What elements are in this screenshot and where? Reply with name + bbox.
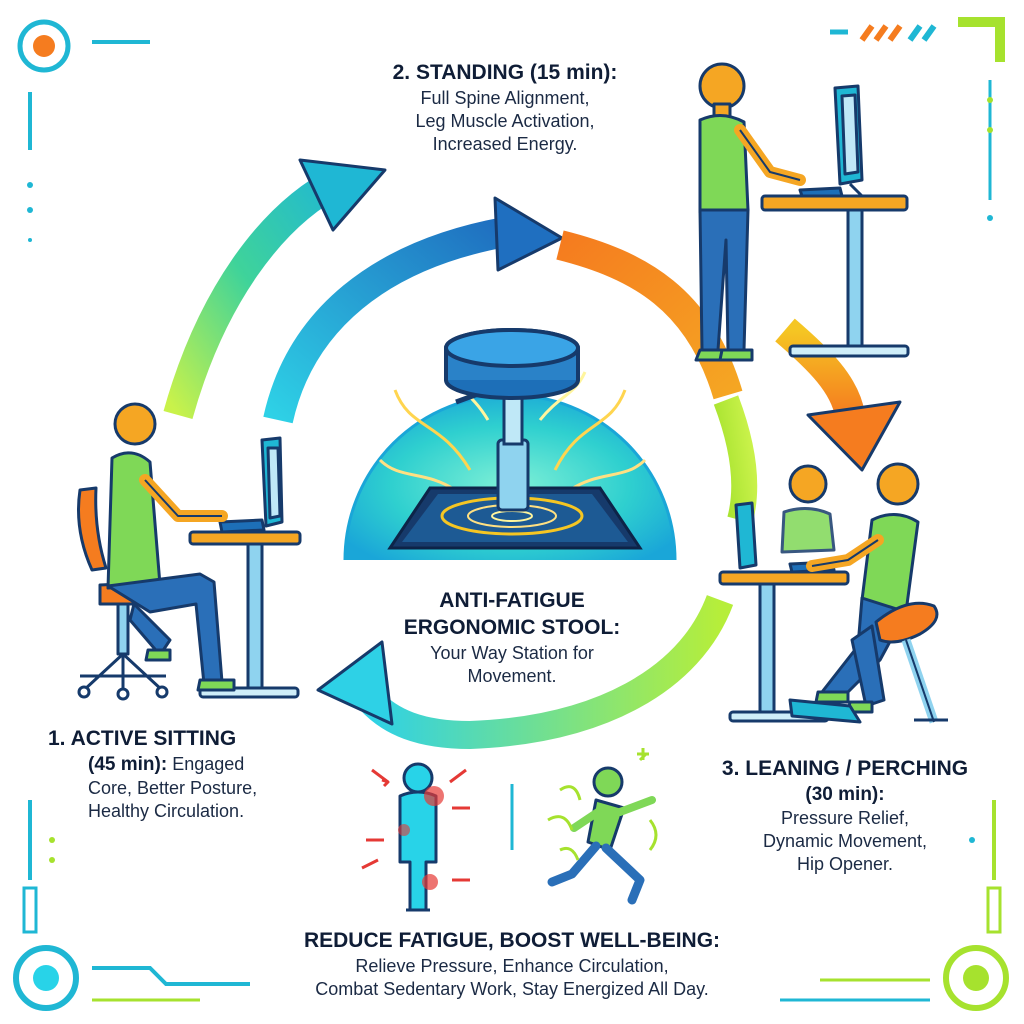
- target-icon-bottom-left: [13, 945, 79, 1011]
- motion-lines: [547, 748, 658, 861]
- center-subtitle-line-2: Movement.: [467, 665, 557, 686]
- sitting-heading: 1. ACTIVE SITTING: [48, 727, 237, 750]
- sitting-duration: (45 min):: [88, 753, 168, 775]
- standing-line-1: Full Spine Alignment,: [420, 87, 590, 108]
- sitting-line-2: Core, Better Posture,: [88, 778, 258, 799]
- perch-stool: [874, 601, 948, 724]
- leaning-caption: 3. LEANING / PERCHING (30 min): Pressure…: [700, 756, 990, 876]
- standing-heading: 2. STANDING (15 min):: [392, 61, 618, 84]
- inner-arrow-upper-left: [263, 217, 508, 424]
- leaning-line-3: Hip Opener.: [796, 854, 894, 875]
- tilt-footrest: [788, 698, 862, 724]
- leaning-person: [806, 462, 920, 714]
- sitting-illustration: [77, 402, 302, 701]
- leaning-line-2: Dynamic Movement,: [762, 831, 928, 852]
- center-title-line-1: ANTI-FATIGUE: [439, 589, 585, 612]
- standing-illustration: [694, 62, 910, 362]
- leaning-line-1: Pressure Relief,: [780, 808, 910, 829]
- standing-line-3: Increased Energy.: [432, 133, 578, 154]
- running-person-icon: [547, 748, 658, 905]
- orange-arrow-right: [775, 318, 865, 419]
- bottom-heading: REDUCE FATIGUE, BOOST WELL-BEING:: [303, 929, 721, 952]
- bottom-line-1: Relieve Pressure, Enhance Circulation,: [355, 955, 669, 976]
- standing-person: [694, 62, 806, 362]
- fatigue-pain-icon: [361, 762, 470, 912]
- center-title-line-2: ERGONOMIC STOOL:: [403, 615, 621, 639]
- sitting-caption: 1. ACTIVE SITTING (45 min): Engaged Core…: [48, 726, 338, 823]
- sitting-line-1-text: Engaged: [172, 753, 245, 774]
- leaning-duration: (30 min):: [805, 783, 885, 805]
- leaning-illustration: [718, 462, 948, 724]
- sitting-person: [106, 402, 236, 692]
- inner-arrow-head: [493, 196, 564, 272]
- sitting-line-3: Healthy Circulation.: [88, 801, 245, 822]
- leaning-desk: [718, 501, 850, 723]
- bottom-arc-arrow: [359, 594, 734, 750]
- cycle-arrows: [163, 158, 902, 750]
- frame-decoration: [13, 17, 1009, 1011]
- standing-desk: [760, 84, 910, 358]
- lime-arc-right: [713, 395, 758, 524]
- standing-line-2: Leg Muscle Activation,: [415, 110, 595, 131]
- bottom-arrow-head: [316, 640, 394, 726]
- orange-arrow-head: [806, 400, 902, 472]
- outer-arrow-upper-left: [163, 166, 347, 420]
- orange-arc-top-right: [556, 230, 743, 400]
- center-caption: ANTI-FATIGUE ERGONOMIC STOOL: Your Way S…: [380, 588, 644, 688]
- anti-fatigue-mat: [387, 486, 643, 550]
- bottom-caption: REDUCE FATIGUE, BOOST WELL-BEING: Reliev…: [240, 928, 784, 1001]
- sitting-desk: [188, 436, 302, 699]
- sitting-line-1: (45 min): Engaged: [88, 753, 338, 777]
- stool: [444, 328, 580, 512]
- bottom-line-2: Combat Sedentary Work, Stay Energized Al…: [315, 978, 709, 999]
- standing-caption: 2. STANDING (15 min): Full Spine Alignme…: [340, 60, 670, 156]
- target-icon-top-left: [17, 19, 71, 73]
- pain-arrow-icons: [361, 768, 470, 882]
- center-subtitle-line-1: Your Way Station for: [430, 642, 594, 663]
- leaning-heading: 3. LEANING / PERCHING: [721, 757, 969, 780]
- target-icon-bottom-right: [943, 945, 1009, 1011]
- center-stool-illustration: [343, 328, 677, 561]
- stripes-top-right: [830, 24, 937, 42]
- background-person: [780, 464, 836, 554]
- outer-arrow-head: [298, 158, 387, 232]
